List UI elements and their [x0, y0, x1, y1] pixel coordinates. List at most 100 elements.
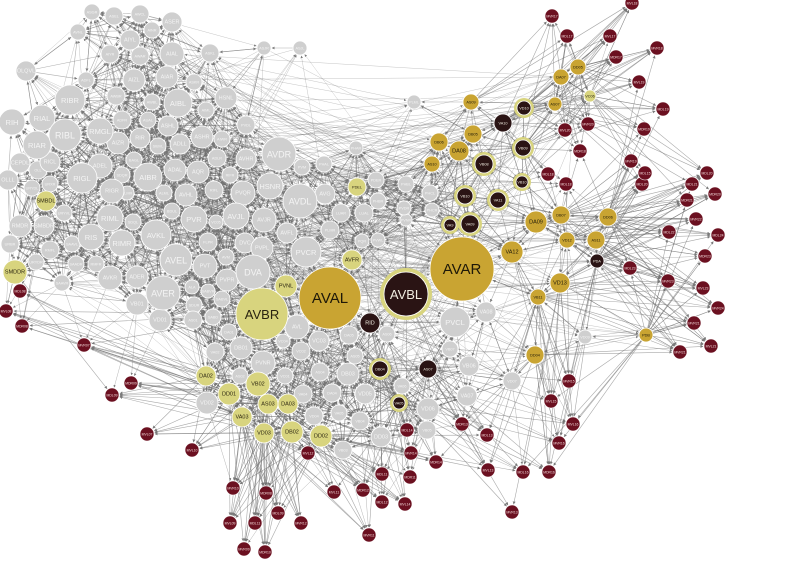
node-va10[interactable]: VA10 [493, 113, 513, 133]
node-mdr08[interactable]: MDR08 [258, 485, 274, 501]
node-avjl[interactable]: AVJL [222, 202, 250, 230]
node-adal[interactable]: ADAL [163, 158, 187, 182]
node-mvl17[interactable]: MVL17 [602, 28, 618, 44]
node-mvl10[interactable]: MVL10 [184, 442, 200, 458]
node-phbl[interactable]: PHBL [397, 175, 415, 193]
node-pvm[interactable]: PVM [293, 158, 311, 176]
node-aiyr[interactable]: AIYR [100, 44, 120, 64]
node-vd04[interactable]: VD04 [304, 406, 324, 426]
node-vd06[interactable]: VD06 [416, 397, 440, 421]
node-flpr[interactable]: FLPR [198, 232, 218, 252]
node-aibl[interactable]: AIBL [163, 88, 193, 118]
node-aiar[interactable]: AIAR [155, 65, 179, 89]
node-sabd[interactable]: SABD [204, 308, 222, 326]
node-dva[interactable]: DVA [235, 254, 271, 290]
node-mdr21[interactable]: MDR21 [679, 192, 695, 208]
node-mdr08[interactable]: MDR08 [14, 318, 30, 334]
node-mvl20[interactable]: MVL20 [557, 122, 573, 138]
node-adll[interactable]: ADLL [169, 133, 191, 155]
node-as10[interactable]: AS10 [423, 155, 441, 173]
node-mdl08[interactable]: MDL08 [12, 283, 28, 299]
node-avhr[interactable]: AVHR [235, 148, 257, 170]
node-smbdl[interactable]: SMBDL [35, 190, 57, 212]
node-dd06[interactable]: DD06 [598, 207, 618, 227]
node-vd09[interactable]: VD09 [577, 329, 593, 345]
node-vb10[interactable]: VB10 [513, 173, 531, 191]
node-aibr[interactable]: AIBR [133, 162, 163, 192]
node-mvr22[interactable]: MVR22 [688, 211, 704, 227]
node-mvr16[interactable]: MVR16 [551, 435, 567, 451]
node-asgr[interactable]: ASGR [83, 3, 101, 21]
node-sdur[interactable]: SDUR [185, 296, 203, 314]
node-mdl23[interactable]: MDL23 [622, 260, 638, 276]
node-da04[interactable]: DA04 [322, 383, 342, 403]
node-avjr[interactable]: AVJR [251, 207, 277, 233]
node-mdl19[interactable]: MDL19 [655, 101, 671, 117]
node-mvr12[interactable]: MVR12 [293, 515, 309, 531]
node-va05[interactable]: VA05 [330, 404, 348, 422]
node-pvpr[interactable]: PVPR [215, 268, 239, 292]
node-mdl11[interactable]: MDL11 [374, 466, 390, 482]
node-ris[interactable]: RIS [77, 223, 105, 251]
node-pvnr[interactable]: PVNR [399, 213, 413, 227]
node-mvl14[interactable]: MVL14 [397, 496, 413, 512]
node-da07[interactable]: DA07 [552, 68, 570, 86]
node-alml[interactable]: ALML [155, 184, 173, 202]
node-pda[interactable]: PDA [589, 253, 605, 269]
node-mvr21[interactable]: MVR21 [686, 315, 702, 331]
node-vb02[interactable]: VB02 [245, 371, 271, 397]
node-mvr07[interactable]: MVR07 [76, 337, 92, 353]
node-adlr[interactable]: ADLR [207, 148, 227, 168]
node-pvqr[interactable]: PVQR [230, 180, 256, 206]
node-va03[interactable]: VA03 [231, 406, 253, 428]
node-urydl[interactable]: URYDL [23, 179, 41, 197]
node-phar[interactable]: PHAR [348, 140, 364, 156]
node-riar[interactable]: RIAR [22, 130, 52, 160]
node-asjr[interactable]: ASJR [256, 40, 272, 56]
node-phal[interactable]: PHAL [315, 155, 333, 173]
node-mdl17[interactable]: MDL17 [559, 28, 575, 44]
node-saavl[interactable]: SAAVL [63, 235, 81, 253]
node-mvr10[interactable]: MVR10 [225, 480, 241, 496]
node-da03[interactable]: DA03 [277, 393, 299, 415]
node-riml[interactable]: RIML [96, 204, 124, 232]
node-mvr09[interactable]: MVR09 [236, 541, 252, 557]
node-vb07[interactable]: VB07 [441, 340, 459, 358]
node-as07[interactable]: AS07 [547, 96, 563, 112]
node-ainr[interactable]: AINR [143, 21, 161, 39]
node-avnl[interactable]: AVNL [69, 23, 87, 41]
node-vb08[interactable]: VB08 [472, 152, 496, 176]
node-smddr[interactable]: SMDDR [2, 259, 28, 285]
node-pdel[interactable]: PDEL [347, 177, 367, 197]
node-avdl[interactable]: AVDL [282, 183, 318, 219]
node-mdl24[interactable]: MDL24 [710, 227, 726, 243]
node-avhl[interactable]: AVHL [174, 183, 198, 207]
node-pvdl[interactable]: PVDL [236, 115, 256, 135]
node-mdr19[interactable]: MDR19 [636, 121, 652, 137]
node-mdr23[interactable]: MDR23 [697, 248, 713, 264]
node-avfl[interactable]: AVFL [276, 222, 298, 244]
node-vd10[interactable]: VD10 [514, 98, 534, 118]
node-da02[interactable]: DA02 [195, 365, 217, 387]
node-mvr13[interactable]: MVR13 [504, 504, 520, 520]
node-mvl08[interactable]: MVL08 [0, 303, 14, 319]
node-vd07[interactable]: VD07 [502, 371, 522, 391]
node-dd02[interactable]: DD02 [309, 424, 333, 448]
node-aqr[interactable]: AQR [186, 160, 210, 184]
node-va06[interactable]: VA06 [393, 377, 411, 395]
node-olll[interactable]: OLLL [0, 169, 19, 191]
node-mvl21[interactable]: MVL21 [703, 338, 719, 354]
node-da09[interactable]: DA09 [524, 210, 548, 234]
node-mdl18[interactable]: MDL18 [558, 176, 574, 192]
node-urbr[interactable]: URBR [0, 234, 20, 254]
node-askl[interactable]: ASKL [200, 43, 220, 63]
node-aizl[interactable]: AIZL [122, 68, 146, 92]
node-da01[interactable]: DA01 [220, 323, 238, 341]
node-rifr[interactable]: RIFR [221, 166, 239, 184]
node-vb10[interactable]: VB10 [454, 185, 476, 207]
node-ribr[interactable]: RIBR [54, 84, 86, 116]
node-uryvl[interactable]: URYVL [55, 204, 73, 222]
node-vd13[interactable]: VD13 [549, 272, 571, 294]
node-aser[interactable]: ASER [161, 11, 183, 33]
node-rih[interactable]: RIH [0, 108, 26, 136]
